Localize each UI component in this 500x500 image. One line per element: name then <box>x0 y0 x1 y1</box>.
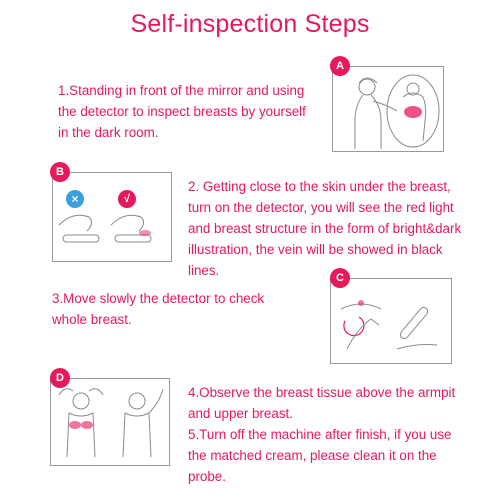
illustration-panel-d <box>50 378 170 466</box>
x-icon: × <box>71 192 79 206</box>
illustration-panel-a <box>332 66 444 152</box>
badge-d: D <box>50 368 70 388</box>
step-4-text: 4.Observe the breast tissue above the ar… <box>188 385 456 421</box>
mirror-inspection-illustration <box>354 74 440 149</box>
step-5-text: 5.Turn off the machine after finish, if … <box>188 427 452 484</box>
check-icon: √ <box>123 193 131 205</box>
badge-b: B <box>50 162 70 182</box>
step-3-text: 3.Move slowly the detector to check whol… <box>52 291 265 327</box>
detector-movement-illustration <box>340 300 438 350</box>
armpit-inspection-illustration <box>58 388 164 458</box>
badge-c: C <box>330 268 350 288</box>
detector-position-illustration <box>58 190 152 243</box>
step-1-text: 1.Standing in front of the mirror and us… <box>58 83 306 140</box>
illustration-panel-b: × √ <box>52 172 172 262</box>
step-2-text: 2. Getting close to the skin under the b… <box>188 179 462 278</box>
illustration-panel-c <box>330 278 452 364</box>
badge-a: A <box>330 56 350 76</box>
page-title: Self-inspection Steps <box>130 10 370 38</box>
